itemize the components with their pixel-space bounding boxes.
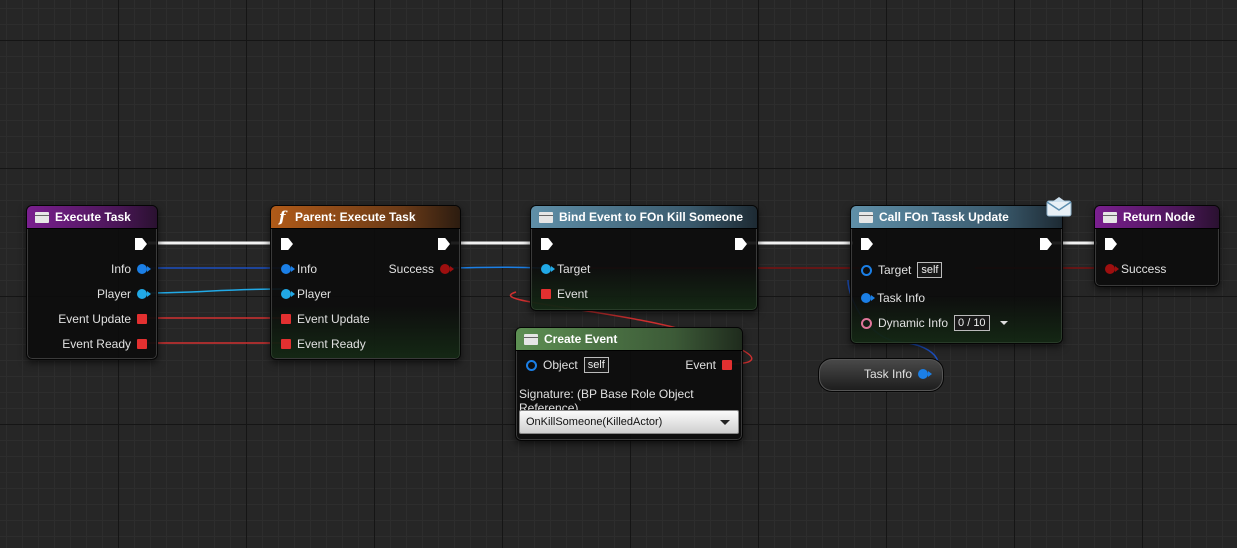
chevron-down-icon bbox=[720, 420, 730, 425]
exec-out-pin[interactable] bbox=[438, 236, 450, 252]
chevron-down-icon[interactable] bbox=[999, 321, 1008, 325]
bind-event-node[interactable]: Bind Event to FOn Kill Someone Target Ev… bbox=[530, 205, 758, 311]
return-node[interactable]: Return Node Success bbox=[1094, 205, 1220, 287]
player-wire bbox=[144, 288, 284, 294]
info-input-pin[interactable]: Info bbox=[281, 261, 317, 277]
parent-execute-task-title: Parent: Execute Task bbox=[295, 210, 416, 224]
function-icon: f bbox=[279, 208, 286, 226]
parent-execute-task-node[interactable]: f Parent: Execute Task Info Success Play… bbox=[270, 205, 461, 360]
success-input-pin[interactable]: Success bbox=[1105, 261, 1166, 277]
create-event-title: Create Event bbox=[544, 332, 618, 346]
call-icon bbox=[859, 211, 873, 223]
exec-in-pin[interactable] bbox=[541, 236, 553, 252]
object-default-self[interactable]: self bbox=[583, 357, 609, 373]
return-node-title: Return Node bbox=[1123, 210, 1195, 224]
success-output-pin[interactable]: Success bbox=[389, 261, 454, 277]
task-info-output-pin[interactable]: Task Info bbox=[864, 366, 933, 382]
return-node-icon bbox=[1103, 211, 1117, 223]
task-info-variable-node[interactable]: Task Info bbox=[818, 358, 944, 392]
exec-in-pin[interactable] bbox=[861, 236, 873, 252]
exec-in-pin[interactable] bbox=[281, 236, 293, 252]
event-node-icon bbox=[35, 211, 49, 223]
event-update-input-pin[interactable]: Event Update bbox=[281, 311, 370, 327]
return-node-header: Return Node bbox=[1095, 206, 1219, 229]
create-event-icon bbox=[524, 333, 538, 345]
event-ready-output-pin[interactable]: Event Ready bbox=[62, 336, 147, 352]
player-input-pin[interactable]: Player bbox=[281, 286, 331, 302]
delegate-bind-icon bbox=[539, 211, 553, 223]
parent-execute-task-header: f Parent: Execute Task bbox=[271, 206, 460, 229]
target-default-self[interactable]: self bbox=[917, 262, 943, 278]
task-info-input-pin[interactable]: Task Info bbox=[861, 290, 925, 306]
target-input-pin[interactable]: Target bbox=[541, 261, 590, 277]
execute-task-title: Execute Task bbox=[55, 210, 131, 224]
exec-out-pin[interactable] bbox=[1040, 236, 1052, 252]
function-select-dropdown[interactable]: OnKillSomeone(KilledActor) bbox=[519, 410, 739, 434]
player-output-pin[interactable]: Player bbox=[97, 286, 151, 302]
bind-event-title: Bind Event to FOn Kill Someone bbox=[559, 210, 744, 224]
call-update-title: Call FOn Tassk Update bbox=[879, 210, 1009, 224]
event-ready-input-pin[interactable]: Event Ready bbox=[281, 336, 366, 352]
message-envelope-icon bbox=[1046, 197, 1072, 217]
call-update-header: Call FOn Tassk Update bbox=[851, 206, 1062, 229]
exec-out-pin[interactable] bbox=[735, 236, 747, 252]
create-event-header: Create Event bbox=[516, 328, 742, 351]
execute-task-node[interactable]: Execute Task Info Player Event Update Ev… bbox=[26, 205, 158, 360]
event-update-output-pin[interactable]: Event Update bbox=[58, 311, 147, 327]
event-output-pin[interactable]: Event bbox=[685, 357, 732, 373]
bind-event-header: Bind Event to FOn Kill Someone bbox=[531, 206, 757, 229]
exec-in-pin[interactable] bbox=[1105, 236, 1117, 252]
execute-task-header: Execute Task bbox=[27, 206, 157, 229]
exec-out-pin[interactable] bbox=[135, 236, 147, 252]
event-input-pin[interactable]: Event bbox=[541, 286, 588, 302]
info-output-pin[interactable]: Info bbox=[111, 261, 151, 277]
dynamic-info-value[interactable]: 0 / 10 bbox=[954, 315, 990, 331]
